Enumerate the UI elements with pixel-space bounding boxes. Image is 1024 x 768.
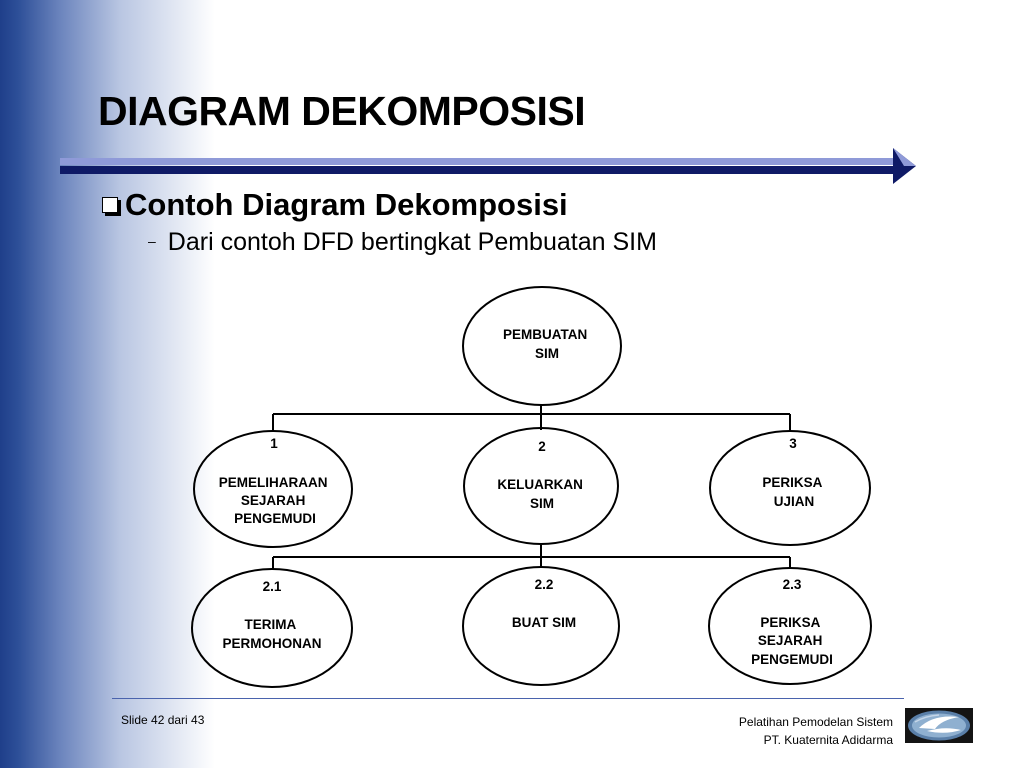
- svg-text:BUAT SIM: BUAT SIM: [512, 615, 576, 630]
- slide-title: DIAGRAM DEKOMPOSISI: [98, 88, 586, 134]
- process-2-3-label-line-2: SEJARAH: [758, 633, 823, 648]
- process-2-1-label-line-1: TERIMA: [244, 617, 296, 632]
- process-2: [463, 427, 619, 545]
- root-label-line-2: SIM: [535, 346, 559, 361]
- process-3: [709, 430, 871, 546]
- process-2-label-line-2: SIM: [530, 496, 554, 511]
- process-2-1-number: 2.1: [263, 579, 282, 594]
- process-1-label-line-3: PENGEMUDI: [234, 511, 316, 526]
- dash-bullet-icon: –: [148, 233, 156, 249]
- process-3-label-line-1: PERIKSA: [762, 475, 822, 490]
- svg-text:PEMELIHARAAN SEJARAH P: PEMELIHARAAN SEJARAH PENGEMUDI: [219, 475, 332, 526]
- process-2-3-label-line-1: PERIKSA: [760, 615, 820, 630]
- bullet-main-text: Contoh Diagram Dekomposisi: [125, 187, 568, 222]
- footer-rule: [112, 698, 904, 699]
- process-1-label-line-2: SEJARAH: [241, 493, 306, 508]
- svg-text:PERIKSA SEJARAH PENGEM: PERIKSA SEJARAH PENGEMUDI: [751, 615, 833, 667]
- slide-counter: Slide 42 dari 43: [121, 713, 205, 727]
- process-2-label-line-1: KELUARKAN: [497, 477, 583, 492]
- process-2-3-label-line-3: PENGEMUDI: [751, 652, 833, 667]
- bullet-sub: –Dari contoh DFD bertingkat Pembuatan SI…: [148, 228, 657, 257]
- process-2-2-number: 2.2: [535, 577, 554, 592]
- bullet-sub-text: Dari contoh DFD bertingkat Pembuatan SIM: [167, 228, 657, 256]
- process-3-number: 3: [789, 436, 797, 451]
- svg-text:PERIKSA UJIAN: PERIKSA UJIAN: [762, 475, 825, 509]
- footer-company-name: PT. Kuaternita Adidarma: [763, 733, 893, 747]
- process-2-1: [191, 568, 353, 688]
- svg-text:KELUARKAN SIM: KELUARKAN SIM: [497, 477, 586, 511]
- process-2-number: 2: [538, 439, 546, 454]
- side-gradient-band: [0, 0, 215, 768]
- company-logo-icon: [905, 708, 973, 743]
- checkbox-bullet-icon: [102, 197, 118, 213]
- root-label-line-1: PEMBUATAN: [503, 327, 587, 342]
- process-2-3: [708, 567, 872, 685]
- footer-credits: Pelatihan Pemodelan Sistem PT. Kuaternit…: [739, 713, 893, 749]
- bullet-main: Contoh Diagram Dekomposisi: [102, 187, 568, 223]
- process-root: [462, 286, 622, 406]
- process-1: [193, 430, 353, 548]
- process-2-1-label-line-2: PERMOHONAN: [222, 636, 321, 651]
- svg-text:TERIMA PERMOHONAN: TERIMA PERMOHONAN: [222, 617, 321, 651]
- process-2-2-label-line-1: BUAT SIM: [512, 615, 576, 630]
- footer-course-name: Pelatihan Pemodelan Sistem: [738, 715, 893, 729]
- process-2-3-number: 2.3: [783, 577, 802, 592]
- process-1-number: 1: [270, 436, 278, 451]
- process-3-label-line-2: UJIAN: [774, 494, 815, 509]
- svg-text:PEMBUATAN SIM: PEMBUATAN SIM: [503, 327, 591, 361]
- process-2-2: [462, 566, 620, 686]
- process-1-label-line-1: PEMELIHARAAN: [219, 475, 328, 490]
